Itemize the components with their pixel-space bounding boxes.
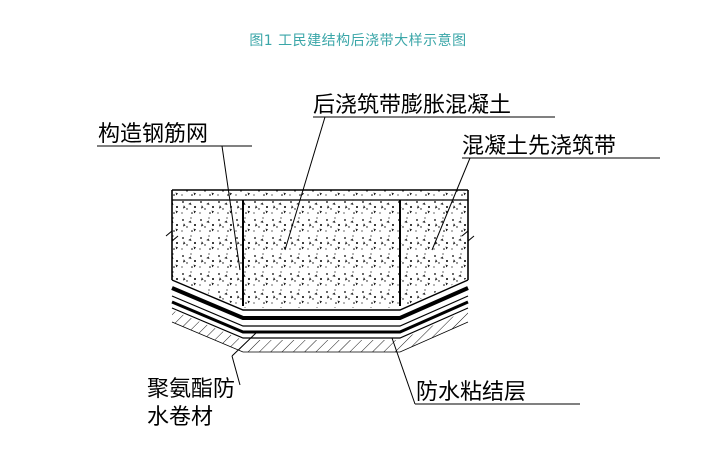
figure-caption: 图1 工民建结构后浇带大样示意图 [249,33,467,49]
waterproof-layers [171,279,469,339]
label-adhesive-layer: 防水粘结层 [416,380,526,405]
leader-lines [97,116,660,405]
label-pre-pour-concrete: 混凝土先浇筑带 [462,134,616,159]
concrete-slab [165,189,475,308]
label-rebar-mesh: 构造钢筋网 [98,122,208,147]
ground-soil [171,310,469,353]
label-post-pour-concrete: 后浇筑带膨胀混凝土 [313,93,511,118]
label-pu-membrane-line2: 水卷材 [147,405,213,430]
label-pu-membrane-line1: 聚氨酯防 [147,377,235,402]
